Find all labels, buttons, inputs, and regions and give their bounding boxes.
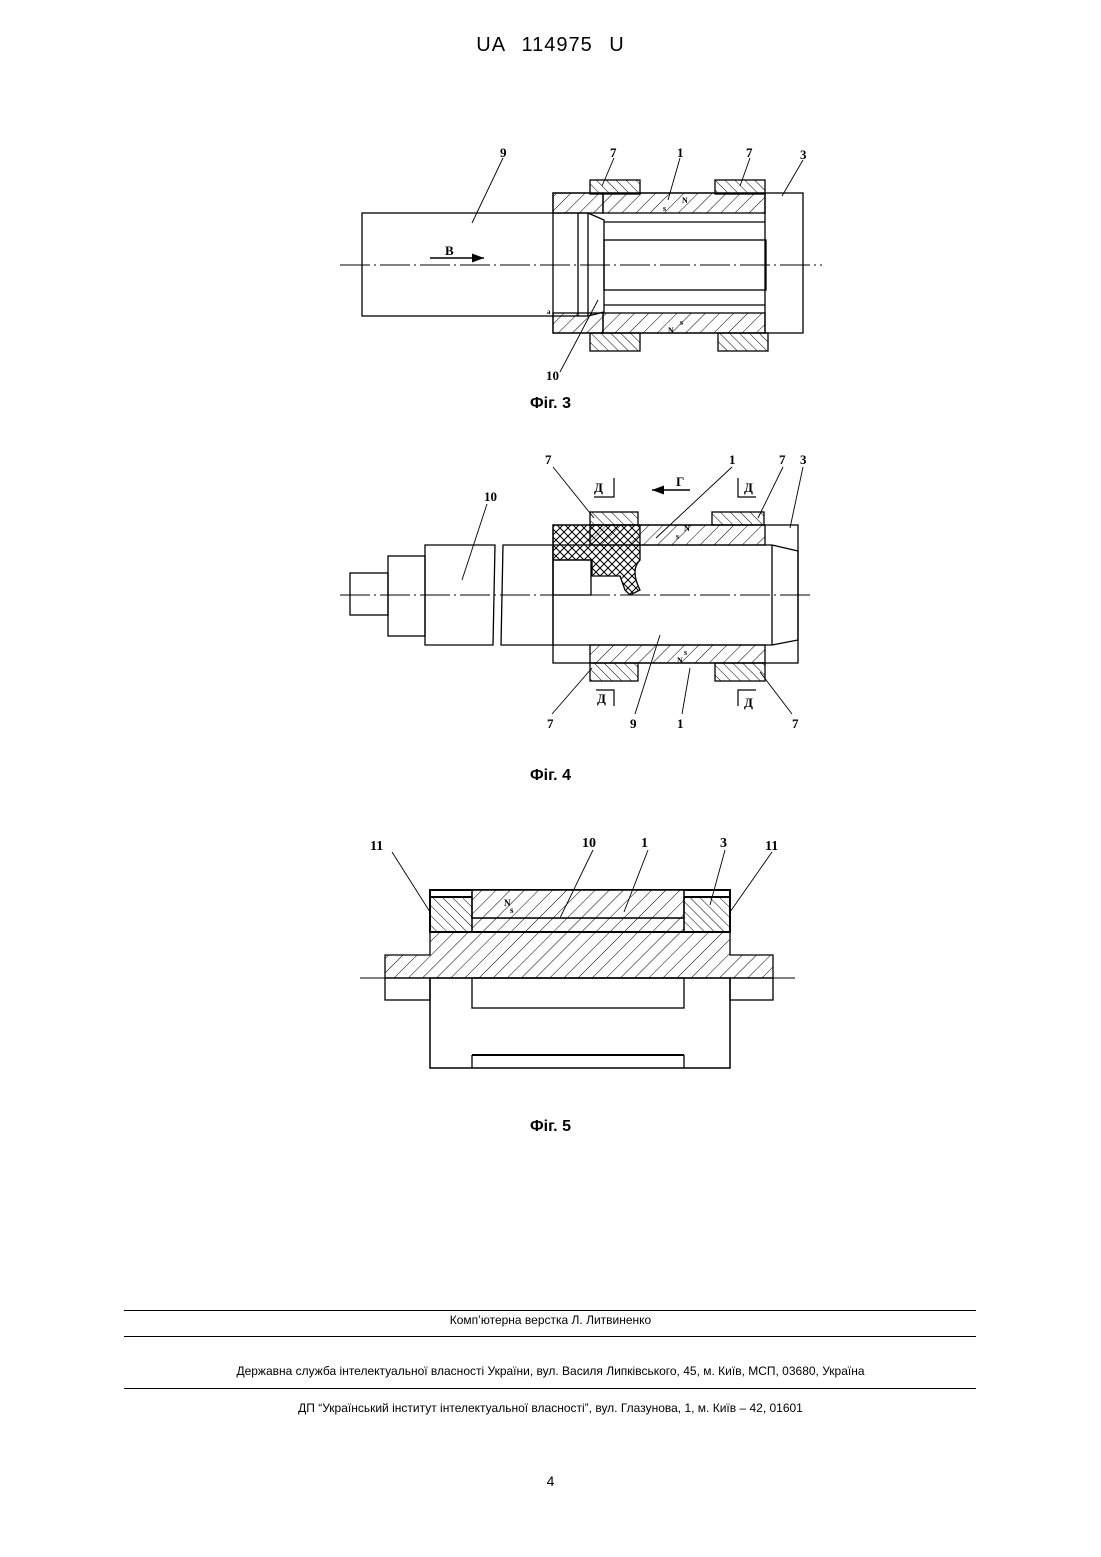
fig4-label-7c: 7 [547, 716, 554, 731]
fig4-label-7b: 7 [779, 452, 786, 467]
fig5-label-3: 3 [720, 836, 727, 851]
fig4-section-d2: Д [744, 480, 753, 495]
fig4-section-d4: Д [744, 695, 753, 710]
fig5-label-1: 1 [641, 836, 648, 851]
fig4-label-9: 9 [630, 716, 637, 731]
fig4-label-1b: 1 [677, 716, 684, 731]
fig4-pole-n: N [684, 524, 690, 533]
figure-3-caption: Фіг. 3 [0, 395, 1101, 413]
fig3-label-1: 1 [677, 145, 684, 160]
fig4-section-d1: Д [594, 480, 603, 495]
fig5-label-11a: 11 [370, 839, 383, 854]
footer-divider-1 [124, 1310, 976, 1311]
fig4-arrow-label: Г [676, 474, 684, 489]
fig4-label-3: 3 [800, 452, 807, 467]
fig3-arrow-label: B [445, 243, 454, 258]
footer-service-address: Державна служба інтелектуальної власност… [0, 1364, 1101, 1378]
fig4-label-7a: 7 [545, 452, 552, 467]
fig3-pole-s2: s [680, 318, 683, 327]
fig4-section-d3: Д [597, 691, 606, 706]
fig3-pole-n: N [682, 196, 688, 205]
footer-layout-credit: Комп’ютерна верстка Л. Литвиненко [0, 1313, 1101, 1327]
fig3-label-7b: 7 [746, 145, 753, 160]
fig4-label-7d: 7 [792, 716, 799, 731]
fig5-pole-s: s [510, 905, 514, 915]
figure-3-drawing [340, 158, 822, 372]
fig5-label-10: 10 [582, 836, 596, 851]
fig4-label-1: 1 [729, 452, 736, 467]
fig4-pole-n2: N [677, 656, 683, 665]
fig5-label-11b: 11 [765, 839, 778, 854]
fig3-pole-s: s [663, 204, 666, 213]
figure-5-caption: Фіг. 5 [0, 1118, 1101, 1136]
fig3-label-7a: 7 [610, 145, 617, 160]
fig3-label-3: 3 [800, 147, 807, 162]
fig4-pole-s: s [676, 532, 679, 541]
footer-divider-3 [124, 1388, 976, 1389]
figure-4-labels: 10 7 1 7 3 Д Г Д Д Д 7 9 1 7 N s s N [484, 452, 807, 731]
figure-4-caption: Фіг. 4 [0, 767, 1101, 785]
fig3-pole-n2: N [668, 326, 674, 335]
page-number: 4 [0, 1473, 1101, 1489]
fig4-pole-s2: s [684, 648, 687, 657]
footer-institute-address: ДП “Український інститут інтелектуальної… [0, 1401, 1101, 1415]
figure-5-drawing [360, 850, 795, 1068]
fig4-label-10: 10 [484, 489, 497, 504]
figure-4-drawing [340, 467, 810, 714]
fig3-mark-a: a [547, 308, 551, 316]
fig3-label-10: 10 [546, 368, 559, 383]
fig3-label-9: 9 [500, 145, 507, 160]
footer-divider-2 [124, 1336, 976, 1337]
